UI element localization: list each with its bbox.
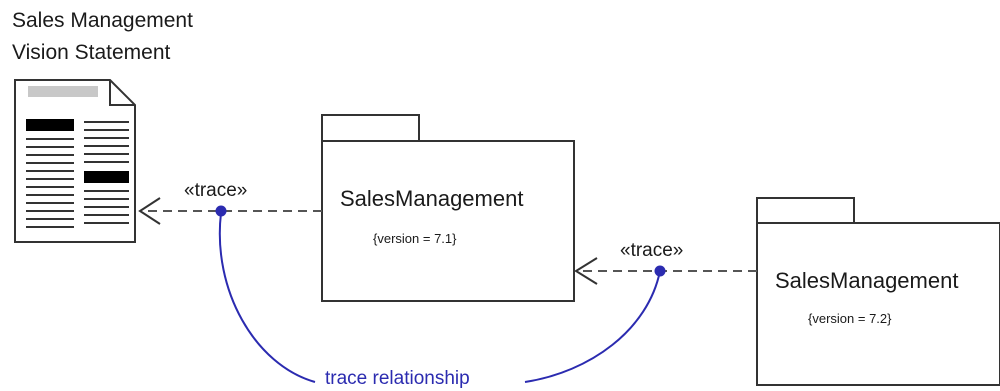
trace-dependency-2 <box>574 257 757 285</box>
trace-stereotype-2: «trace» <box>620 240 684 261</box>
package-v71 <box>321 114 575 302</box>
package-constraint-v72: {version = 7.2} <box>808 311 892 326</box>
trace-stereotype-1: «trace» <box>184 180 248 201</box>
trace-relationship-label: trace relationship <box>321 369 474 388</box>
package-constraint-v71: {version = 7.1} <box>373 231 457 246</box>
package-v72 <box>756 197 1000 386</box>
annotation-curve-right <box>524 270 661 383</box>
annotation-connectors <box>218 212 661 383</box>
annotation-curve-left <box>218 212 316 383</box>
trace-dependency-1 <box>138 197 322 225</box>
package-name-v72: SalesManagement <box>775 268 959 293</box>
document-icon <box>14 79 136 243</box>
document-title-line1: Sales Management <box>12 9 193 32</box>
document-title-line2: Vision Statement <box>12 41 171 64</box>
package-name-v71: SalesManagement <box>340 186 524 211</box>
annotation-dot-left <box>215 205 227 217</box>
annotation-dot-right <box>654 265 666 277</box>
